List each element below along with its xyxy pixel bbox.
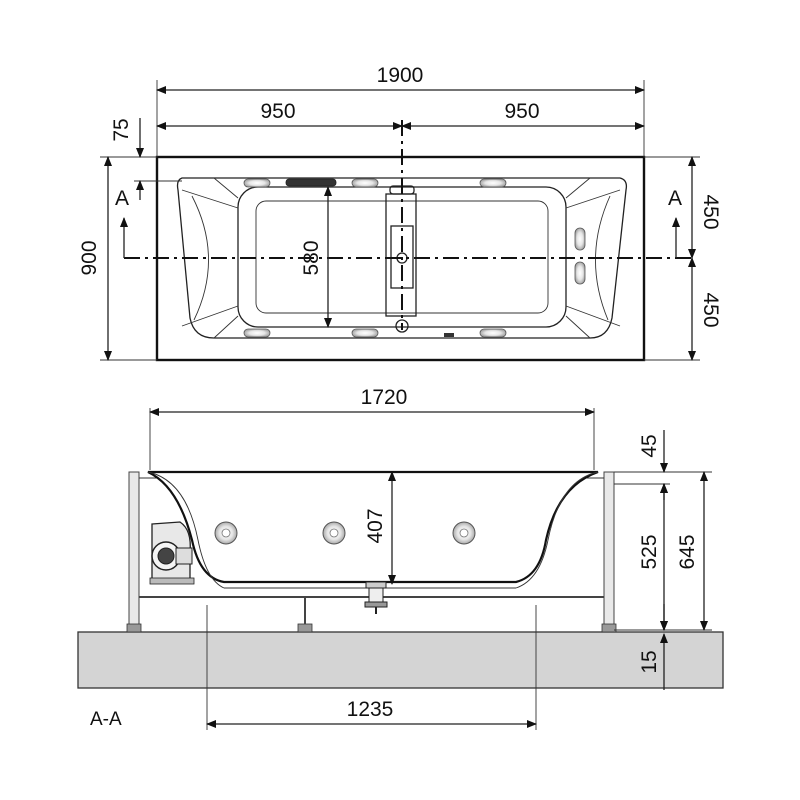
waste-valve-icon (395, 319, 409, 333)
section-title: A-A (90, 709, 122, 730)
dim-top-rim: 45 (638, 434, 661, 457)
frame-foot-right (601, 623, 617, 633)
dim-frame-height: 525 (638, 534, 661, 569)
top-view: 1900 950 950 75 900 580 450 450 A A (78, 64, 722, 362)
jet-icon (444, 333, 454, 337)
jet-icon (351, 178, 379, 188)
dim-half-length-right: 950 (504, 100, 539, 123)
headrest-left (191, 195, 209, 321)
dim-half-length-left: 950 (260, 100, 295, 123)
bottom-jets (243, 328, 507, 338)
dim-leg-spacing: 1235 (347, 698, 394, 721)
dim-half-width-top: 450 (699, 194, 722, 229)
frame-foot-middle (297, 623, 313, 633)
jet-icon (243, 178, 271, 188)
dim-inner-width: 580 (300, 240, 323, 275)
frame-foot-left (126, 623, 142, 633)
jet-icon (351, 328, 379, 338)
dim-overall-length: 1900 (377, 64, 424, 87)
dim-overall-width: 900 (78, 240, 101, 275)
section-mark-right: A (668, 187, 682, 210)
top-jets (243, 178, 507, 188)
frame-post-left (128, 471, 140, 631)
jet-icon (243, 328, 271, 338)
dim-interior-depth: 407 (364, 508, 387, 543)
tub-outer-wall-right (515, 471, 599, 589)
back-jets (574, 227, 586, 285)
section-mark-left: A (115, 187, 129, 210)
jet-icon (479, 178, 507, 188)
tub-outer-wall-left (147, 471, 225, 589)
jet-icon (479, 328, 507, 338)
section-view: 1720 407 45 525 645 15 1235 A-A (77, 386, 724, 730)
floor-slab (77, 631, 724, 689)
dim-half-width-bottom: 450 (699, 292, 722, 327)
dim-inner-length: 1720 (361, 386, 408, 409)
dim-floor-gap: 15 (638, 650, 661, 673)
pump-motor-icon (149, 521, 195, 585)
section-jets (214, 521, 476, 545)
jet-icon (285, 178, 337, 187)
frame-post-right (603, 471, 615, 631)
jet-icon (574, 261, 586, 285)
jet-icon (574, 227, 586, 251)
drain-pipe-icon (364, 581, 388, 614)
dim-total-height: 645 (676, 534, 699, 569)
basin-slope-lines (181, 177, 621, 339)
dim-rim-offset: 75 (110, 118, 133, 141)
